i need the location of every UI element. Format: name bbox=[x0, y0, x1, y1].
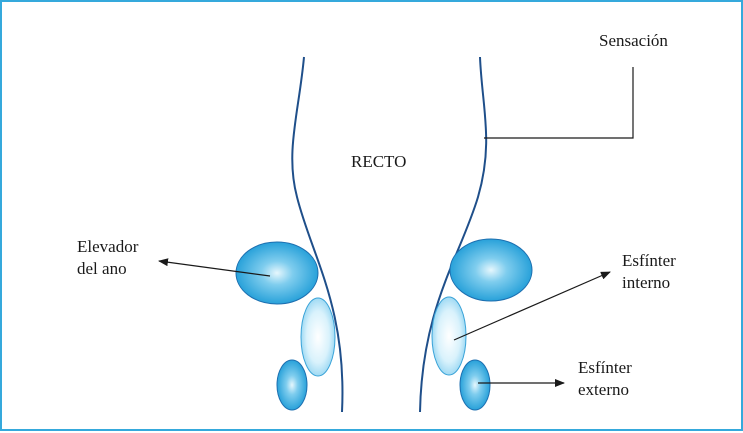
label-esfinter-interno-line1: Esfínter bbox=[622, 251, 676, 270]
external-sphincter-left bbox=[277, 360, 307, 410]
external-sphincter-right bbox=[460, 360, 490, 410]
label-recto: RECTO bbox=[351, 152, 406, 171]
label-elevador-line2: del ano bbox=[77, 259, 127, 278]
levator-ani-right bbox=[450, 239, 532, 301]
internal-sphincter-right bbox=[432, 297, 466, 375]
label-esfinter-externo-line2: externo bbox=[578, 380, 629, 399]
label-esfinter-externo-line1: Esfínter bbox=[578, 358, 632, 377]
label-sensacion: Sensación bbox=[599, 31, 668, 50]
sensacion-leader-line bbox=[484, 67, 633, 138]
label-esfinter-interno-line2: interno bbox=[622, 273, 670, 292]
label-elevador-line1: Elevador bbox=[77, 237, 139, 256]
internal-sphincter-left bbox=[301, 298, 335, 376]
